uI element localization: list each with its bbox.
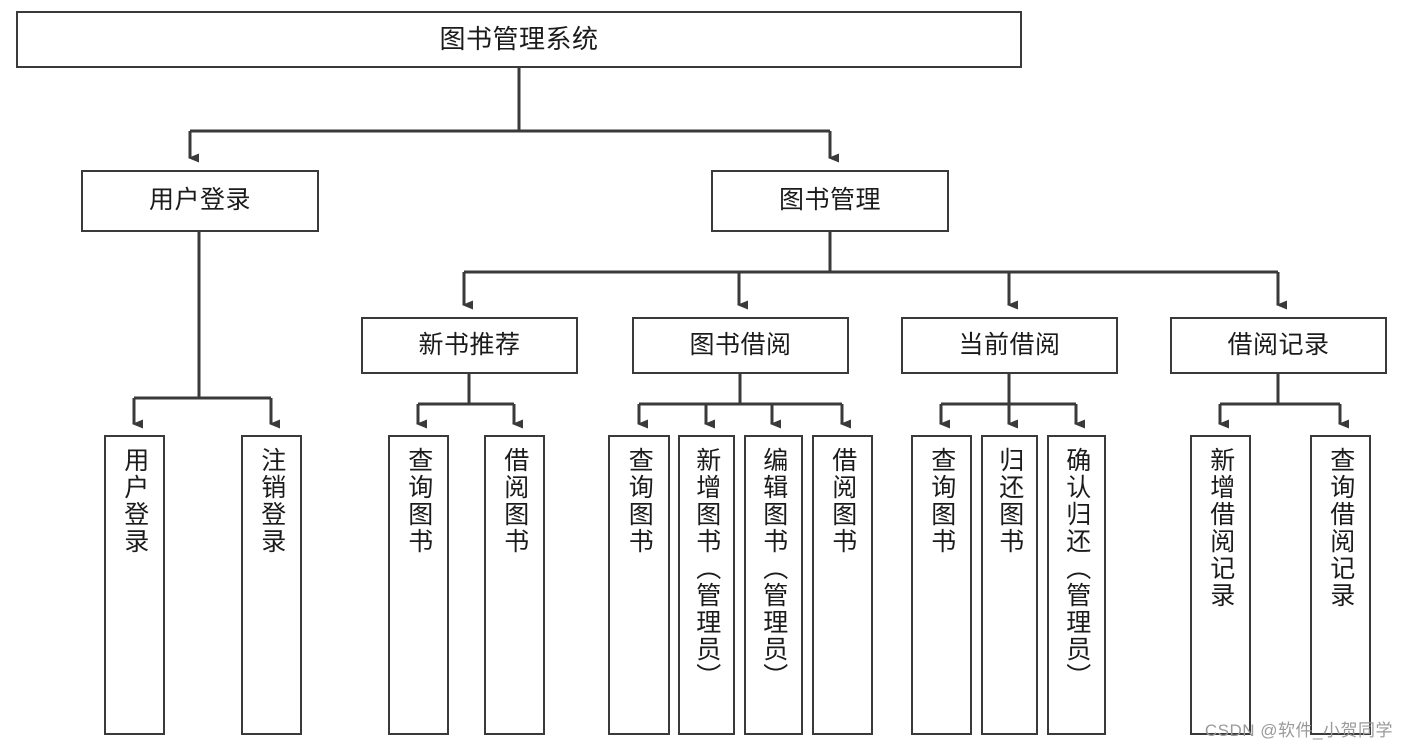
node-user-login[interactable]: 用户登录: [81, 170, 319, 232]
node-leaf-add-record-label: 新增借阅记录: [1206, 447, 1235, 609]
node-root[interactable]: 图书管理系统: [16, 11, 1022, 68]
node-leaf-query-book-3-label: 查询图书: [927, 447, 956, 555]
node-leaf-logout[interactable]: 注销登录: [241, 435, 302, 735]
node-leaf-confirm-return-label: 确认归还（管理员）: [1062, 447, 1091, 690]
node-leaf-query-book-2-label: 查询图书: [625, 447, 654, 555]
node-book-manage[interactable]: 图书管理: [711, 170, 949, 232]
node-book-borrow-label: 图书借阅: [689, 330, 792, 359]
node-leaf-borrow-book-1-label: 借阅图书: [500, 447, 529, 555]
node-leaf-edit-book-label: 编辑图书（管理员）: [759, 447, 788, 690]
node-leaf-add-book-label: 新增图书（管理员）: [692, 447, 721, 690]
node-leaf-user-login[interactable]: 用户登录: [104, 435, 165, 735]
node-root-label: 图书管理系统: [439, 24, 599, 55]
node-leaf-query-record[interactable]: 查询借阅记录: [1310, 435, 1371, 735]
node-borrow-record-label: 借阅记录: [1227, 330, 1330, 359]
node-leaf-add-book[interactable]: 新增图书（管理员）: [678, 435, 735, 735]
node-new-book-recommend-label: 新书推荐: [418, 330, 521, 359]
node-leaf-edit-book[interactable]: 编辑图书（管理员）: [744, 435, 803, 735]
node-leaf-return-book-label: 归还图书: [995, 447, 1024, 555]
node-leaf-query-book-1[interactable]: 查询图书: [388, 435, 449, 735]
watermark-text: CSDN @软件_小贺同学: [1204, 721, 1393, 740]
node-new-book-recommend[interactable]: 新书推荐: [361, 317, 578, 374]
node-leaf-borrow-book-2-label: 借阅图书: [828, 447, 857, 555]
node-borrow-record[interactable]: 借阅记录: [1170, 317, 1387, 374]
node-leaf-add-record[interactable]: 新增借阅记录: [1190, 435, 1251, 735]
node-book-borrow[interactable]: 图书借阅: [632, 317, 849, 374]
node-current-borrow[interactable]: 当前借阅: [901, 317, 1118, 374]
node-leaf-borrow-book-2[interactable]: 借阅图书: [812, 435, 873, 735]
node-leaf-query-book-3[interactable]: 查询图书: [911, 435, 972, 735]
node-leaf-query-book-1-label: 查询图书: [404, 447, 433, 555]
node-user-login-label: 用户登录: [148, 186, 251, 215]
node-leaf-query-book-2[interactable]: 查询图书: [608, 435, 670, 735]
node-leaf-logout-label: 注销登录: [257, 447, 286, 555]
node-leaf-return-book[interactable]: 归还图书: [981, 435, 1038, 735]
node-leaf-borrow-book-1[interactable]: 借阅图书: [484, 435, 545, 735]
node-book-manage-label: 图书管理: [778, 186, 881, 215]
node-leaf-query-record-label: 查询借阅记录: [1326, 447, 1355, 609]
node-leaf-confirm-return[interactable]: 确认归还（管理员）: [1047, 435, 1106, 735]
node-leaf-user-login-label: 用户登录: [120, 447, 149, 555]
node-current-borrow-label: 当前借阅: [958, 330, 1061, 359]
